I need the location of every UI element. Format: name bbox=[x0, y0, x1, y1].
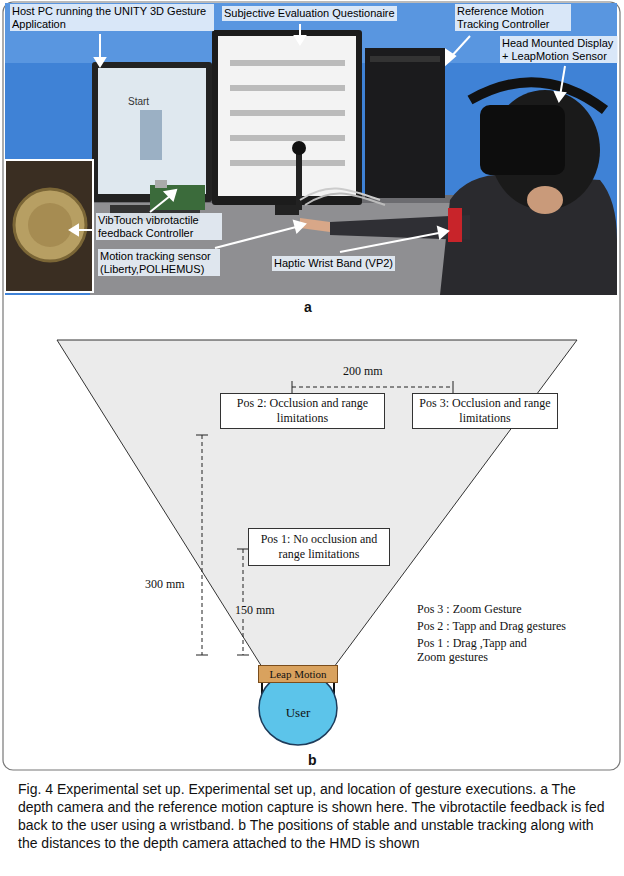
photo-annotation: Head Mounted Display + LeapMotion Sensor bbox=[500, 36, 618, 63]
node-text: Pos 2: Occlusion and range limitations bbox=[225, 396, 380, 426]
figure-caption: Fig. 4 Experimental set up. Experimental… bbox=[18, 780, 610, 852]
photo-annotation: Host PC running the UNITY 3D Gesture App… bbox=[10, 4, 214, 31]
photo bbox=[5, 3, 617, 295]
photo-annotation: VibTouch vibrotactile feedback Controlle… bbox=[96, 213, 222, 240]
position-box: Pos 2: Occlusion and range limitations bbox=[220, 393, 385, 429]
node-text: Pos 3: Occlusion and range limitations bbox=[417, 396, 553, 426]
position-note: Pos 3 : Zoom Gesture bbox=[417, 603, 522, 617]
tracking-zone bbox=[57, 340, 577, 667]
dimension-label: 200 mm bbox=[343, 365, 383, 379]
dimension-label: 150 mm bbox=[233, 603, 277, 619]
sensor-box: Leap Motion bbox=[258, 665, 338, 683]
position-note: Pos 1 : Drag ,Tapp and Zoom gestures bbox=[417, 637, 557, 665]
node-text: User bbox=[286, 705, 311, 721]
position-note: Pos 2 : Tapp and Drag gestures bbox=[417, 620, 566, 634]
node-text: Leap Motion bbox=[269, 668, 326, 680]
photo-annotation: Reference Motion Tracking Controller bbox=[455, 4, 571, 31]
panel-letter: b bbox=[308, 752, 317, 768]
position-box: Pos 1: No occlusion and range limitation… bbox=[248, 528, 390, 566]
figure-frame bbox=[3, 2, 620, 770]
dimension-label: 300 mm bbox=[145, 578, 185, 592]
screen-text: Start bbox=[128, 96, 149, 108]
node-text: Pos 1: No occlusion and range limitation… bbox=[253, 532, 385, 562]
photo-annotation: Motion tracking sensor (Liberty,POLHEMUS… bbox=[98, 249, 220, 276]
position-box: Pos 3: Occlusion and range limitations bbox=[412, 393, 558, 429]
panel-letter: a bbox=[304, 299, 312, 315]
photo-annotation: Haptic Wrist Band (VP2) bbox=[272, 256, 395, 271]
photo-annotation: Subjective Evaluation Questionaire bbox=[222, 6, 397, 21]
